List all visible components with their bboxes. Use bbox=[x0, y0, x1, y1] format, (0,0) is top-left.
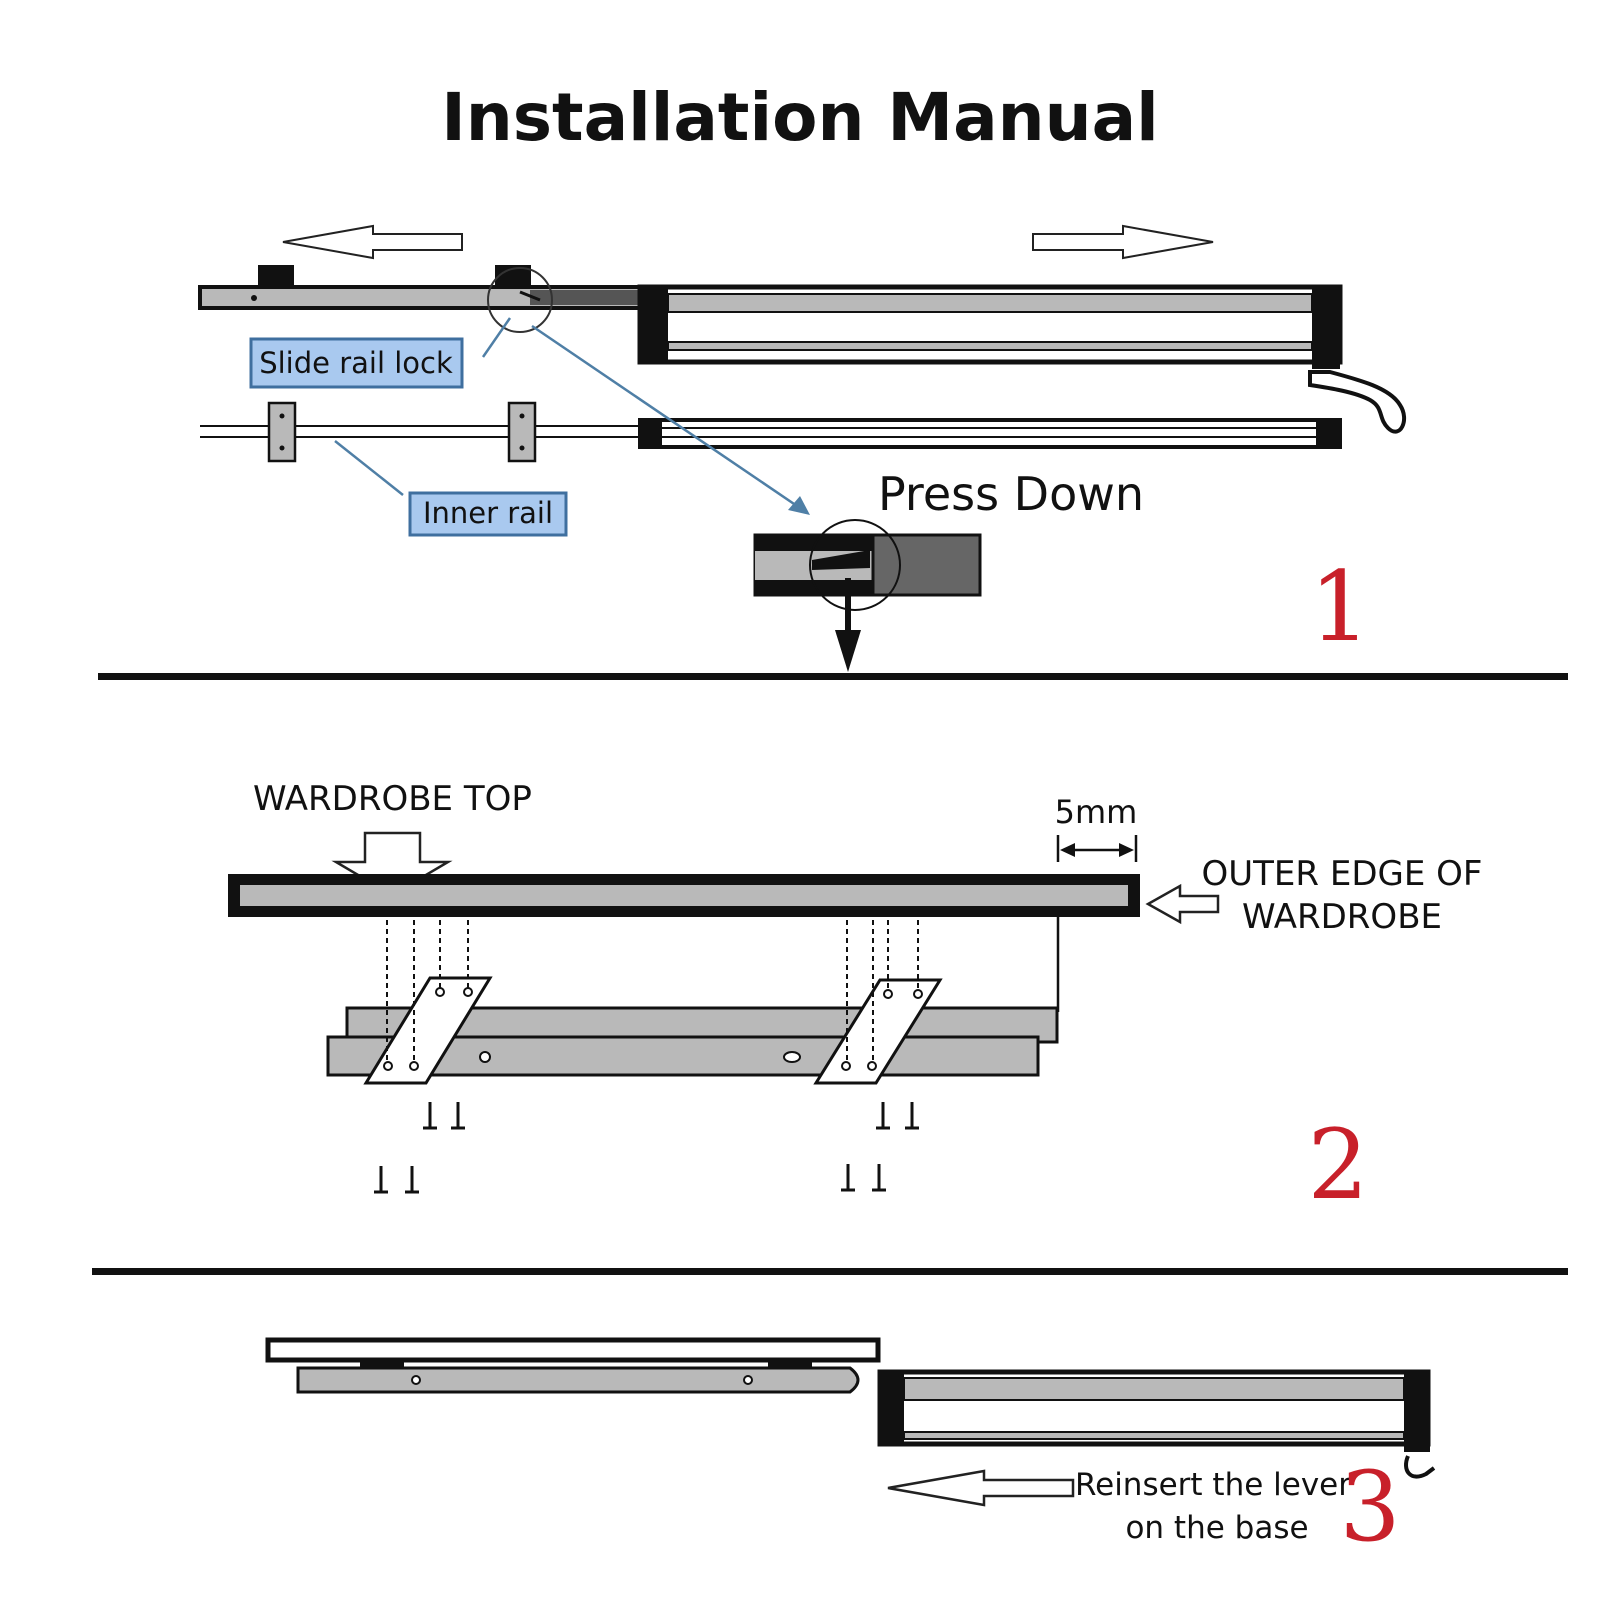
press-down-label: Press Down bbox=[878, 467, 1144, 521]
outer-edge-label-line-2: WARDROBE bbox=[1242, 897, 1442, 937]
slide-rail-lock-label: Slide rail lock bbox=[259, 346, 453, 380]
slide-rail bbox=[198, 265, 642, 310]
left-direction-arrow bbox=[282, 224, 463, 260]
lever-handle bbox=[1308, 370, 1407, 434]
press-down-arrow-icon bbox=[835, 630, 861, 672]
step-2-number: 2 bbox=[1307, 1109, 1368, 1221]
lock-detail-zoom bbox=[753, 519, 982, 672]
inner-rail-leader-line bbox=[334, 440, 404, 496]
step-3-number: 3 bbox=[1339, 1451, 1400, 1563]
section-divider-1 bbox=[98, 673, 1568, 680]
wardrobe-top-label: WARDROBE TOP bbox=[253, 779, 532, 819]
lock-leader-line bbox=[481, 317, 512, 358]
inner-rail bbox=[200, 401, 1342, 463]
screw-alignment-lines bbox=[386, 920, 919, 1064]
step-1-number: 1 bbox=[1309, 551, 1370, 663]
reinsert-label-line-2: on the base bbox=[1125, 1510, 1308, 1546]
gap-label: 5mm bbox=[1055, 793, 1138, 831]
screw-icons bbox=[374, 1102, 919, 1194]
outer-edge-arrow-icon bbox=[1145, 883, 1220, 925]
slide-rail-lock-callout bbox=[249, 337, 464, 389]
section-divider-2 bbox=[92, 1268, 1568, 1275]
lock-zoom-circle bbox=[487, 267, 553, 333]
inner-rail-label: Inner rail bbox=[423, 496, 553, 530]
outer-edge-label-line-1: OUTER EDGE OF bbox=[1202, 854, 1483, 894]
lever-handle-3 bbox=[1404, 1455, 1436, 1479]
reinsert-label-line-1: Reinsert the lever bbox=[1075, 1467, 1351, 1503]
base-board bbox=[265, 1337, 881, 1363]
right-direction-arrow bbox=[1032, 224, 1214, 260]
rail-assembly bbox=[326, 1006, 1059, 1077]
reinsert-arrow-icon bbox=[887, 1469, 1075, 1507]
base-rail bbox=[296, 1366, 860, 1394]
zoom-leader-arrow bbox=[531, 324, 801, 510]
inner-rail-callout bbox=[408, 491, 568, 537]
drawer-body bbox=[877, 1369, 1436, 1479]
step-1-panel: Slide rail lock Inner rail Press Down bbox=[198, 224, 1407, 672]
step-2-panel: WARDROBE TOP 5mm OUTER EDGE OF WARDROBE bbox=[228, 779, 1482, 1221]
drawer-profile bbox=[637, 284, 1407, 434]
page-title: Installation Manual bbox=[441, 79, 1159, 156]
step-3-panel: Reinsert the lever on the base 3 bbox=[265, 1337, 1436, 1563]
